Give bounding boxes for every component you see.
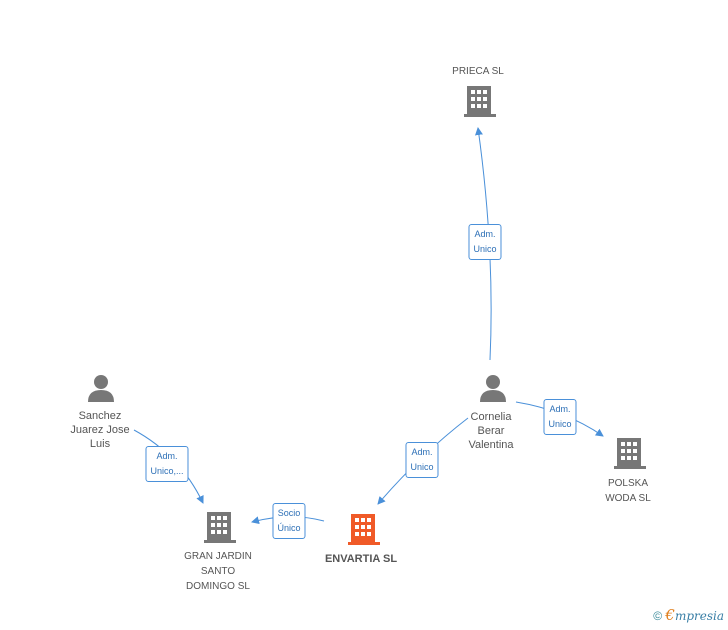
edge-label-cornelia-polska[interactable]: Adm. Unico [543, 399, 577, 435]
edge-label-envartia-gran-jardin[interactable]: Socio Único [272, 503, 306, 539]
node-label-cornelia[interactable]: Cornelia Berar Valentina [468, 411, 514, 451]
building-icon[interactable] [614, 438, 646, 469]
node-label-prieca[interactable]: PRIECA SL [452, 66, 504, 77]
empresia-logo: €mpresia [665, 606, 724, 624]
edge-label-cornelia-prieca[interactable]: Adm. Unico [468, 224, 502, 260]
copyright-icon: © [653, 609, 663, 623]
building-icon[interactable] [464, 86, 496, 117]
node-label-polska[interactable]: POLSKA WODA SL [605, 478, 651, 504]
building-icon[interactable] [204, 512, 236, 543]
node-label-gran-jardin[interactable]: GRAN JARDIN SANTO DOMINGO SL [184, 551, 252, 592]
edge-label-sanchez-gran-jardin[interactable]: Adm. Unico,... [145, 446, 189, 482]
node-label-envartia[interactable]: ENVARTIA SL [324, 553, 398, 565]
brand-initial: € [665, 606, 675, 624]
copyright-brand: © €mpresia [653, 606, 724, 624]
person-icon[interactable] [480, 375, 506, 402]
brand-rest: mpresia [674, 609, 724, 623]
person-icon[interactable] [88, 375, 114, 402]
edge-label-cornelia-envartia[interactable]: Adm. Unico [405, 442, 439, 478]
building-focus-icon[interactable] [348, 514, 380, 545]
node-label-sanchez[interactable]: Sanchez Juarez Jose Luis [70, 410, 130, 450]
